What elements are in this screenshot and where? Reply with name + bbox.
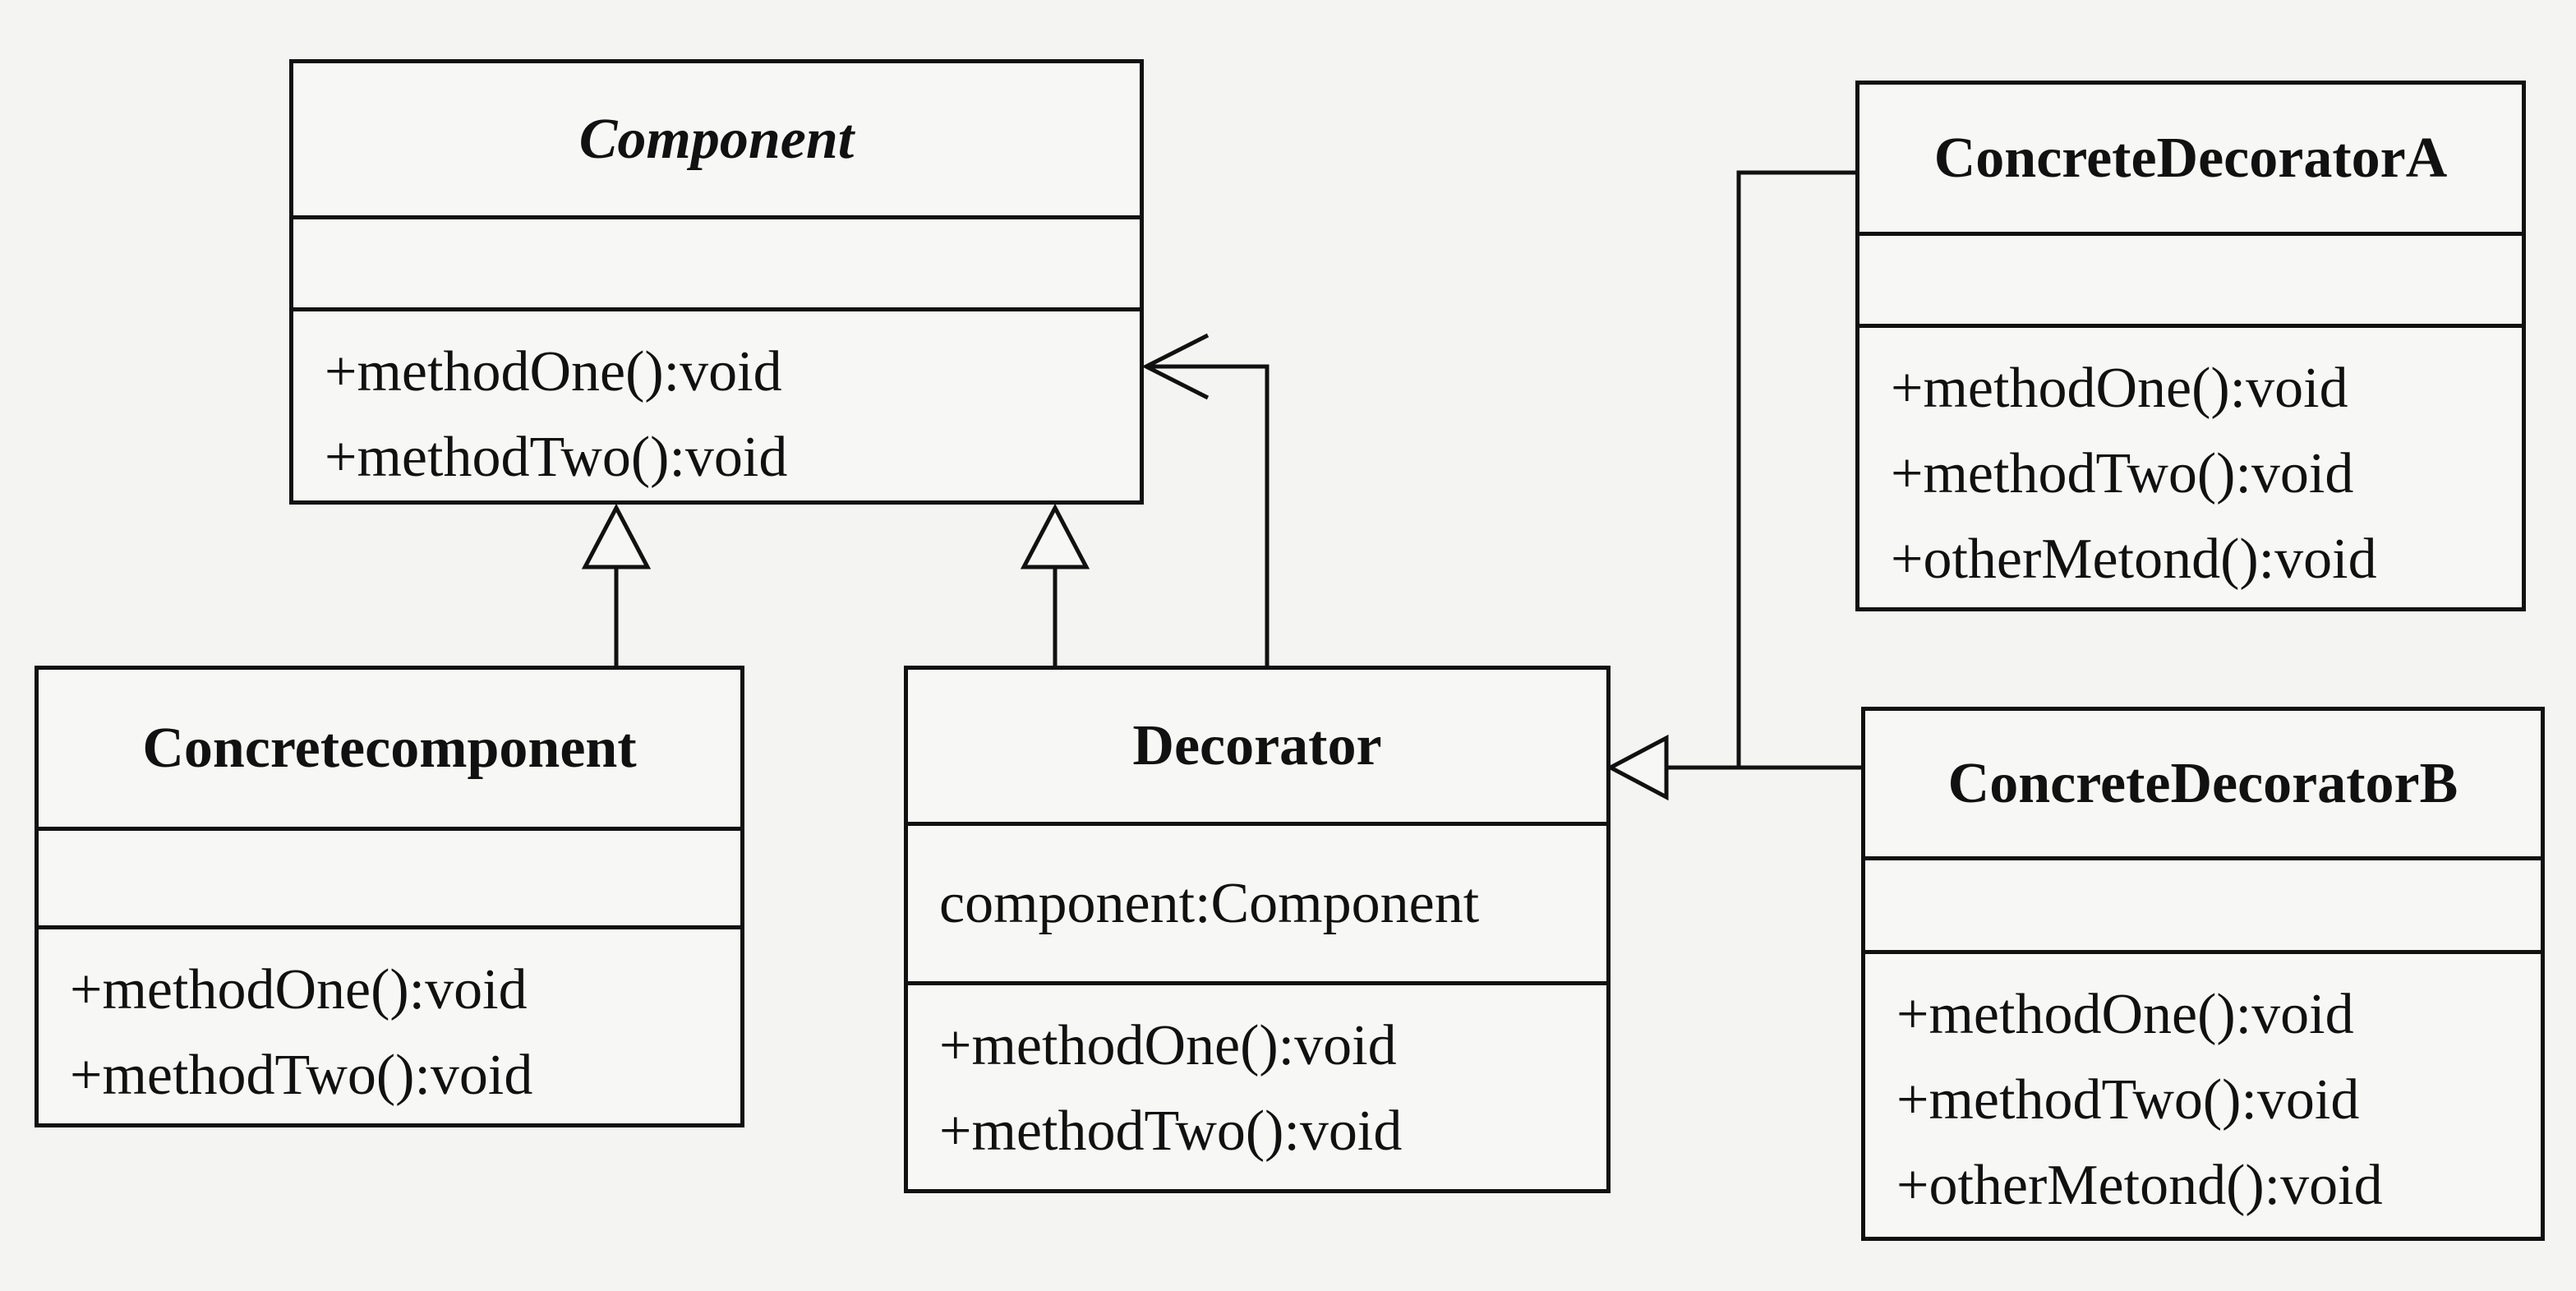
method: +methodTwo():void xyxy=(325,426,788,489)
attributes-section xyxy=(39,831,740,929)
class-concretedecoratora: ConcreteDecoratorA +methodOne():void +me… xyxy=(1855,81,2526,611)
method: +methodTwo():void xyxy=(1891,442,2354,505)
attributes-section: component:Component xyxy=(908,826,1606,985)
method: +methodTwo():void xyxy=(939,1100,1403,1163)
generalization-arrowhead-decorator-subclasses xyxy=(1606,734,1669,801)
class-name: ConcreteDecoratorB xyxy=(1865,711,2541,860)
method: +methodOne():void xyxy=(1896,983,2354,1046)
generalization-arrowhead-concretecomponent xyxy=(581,503,652,569)
method: +methodOne():void xyxy=(325,340,782,403)
generalization-line-concretedecoratora xyxy=(1736,170,1855,768)
methods-section: +methodOne():void +methodTwo():void xyxy=(908,985,1606,1189)
method: +otherMetond():void xyxy=(1891,528,2377,591)
attributes-section xyxy=(293,219,1140,311)
method: +methodOne():void xyxy=(939,1014,1397,1077)
class-component: Component +methodOne():void +methodTwo()… xyxy=(289,59,1144,505)
class-name: Component xyxy=(293,63,1140,219)
association-line-decorator-component xyxy=(1146,364,1270,666)
class-decorator: Decorator component:Component +methodOne… xyxy=(904,666,1611,1193)
class-concretecomponent: Concretecomponent +methodOne():void +met… xyxy=(35,666,744,1127)
class-name: ConcreteDecoratorA xyxy=(1859,85,2522,236)
attributes-section xyxy=(1865,860,2541,954)
class-name: Concretecomponent xyxy=(39,670,740,831)
method: +methodOne():void xyxy=(1891,357,2348,420)
method: +methodOne():void xyxy=(70,958,528,1021)
method: +methodTwo():void xyxy=(1896,1068,2360,1132)
generalization-arrowhead-decorator xyxy=(1020,503,1090,569)
method: +methodTwo():void xyxy=(70,1044,533,1107)
methods-section: +methodOne():void +methodTwo():void +oth… xyxy=(1859,328,2522,607)
methods-section: +methodOne():void +methodTwo():void +oth… xyxy=(1865,954,2541,1237)
methods-section: +methodOne():void +methodTwo():void xyxy=(39,929,740,1123)
method: +otherMetond():void xyxy=(1896,1154,2383,1217)
association-arrowhead xyxy=(1141,333,1210,400)
methods-section: +methodOne():void +methodTwo():void xyxy=(293,311,1140,500)
attribute: component:Component xyxy=(939,871,1480,935)
attributes-section xyxy=(1859,236,2522,328)
class-name: Decorator xyxy=(908,670,1606,826)
class-concretedecoratorb: ConcreteDecoratorB +methodOne():void +me… xyxy=(1861,707,2545,1241)
